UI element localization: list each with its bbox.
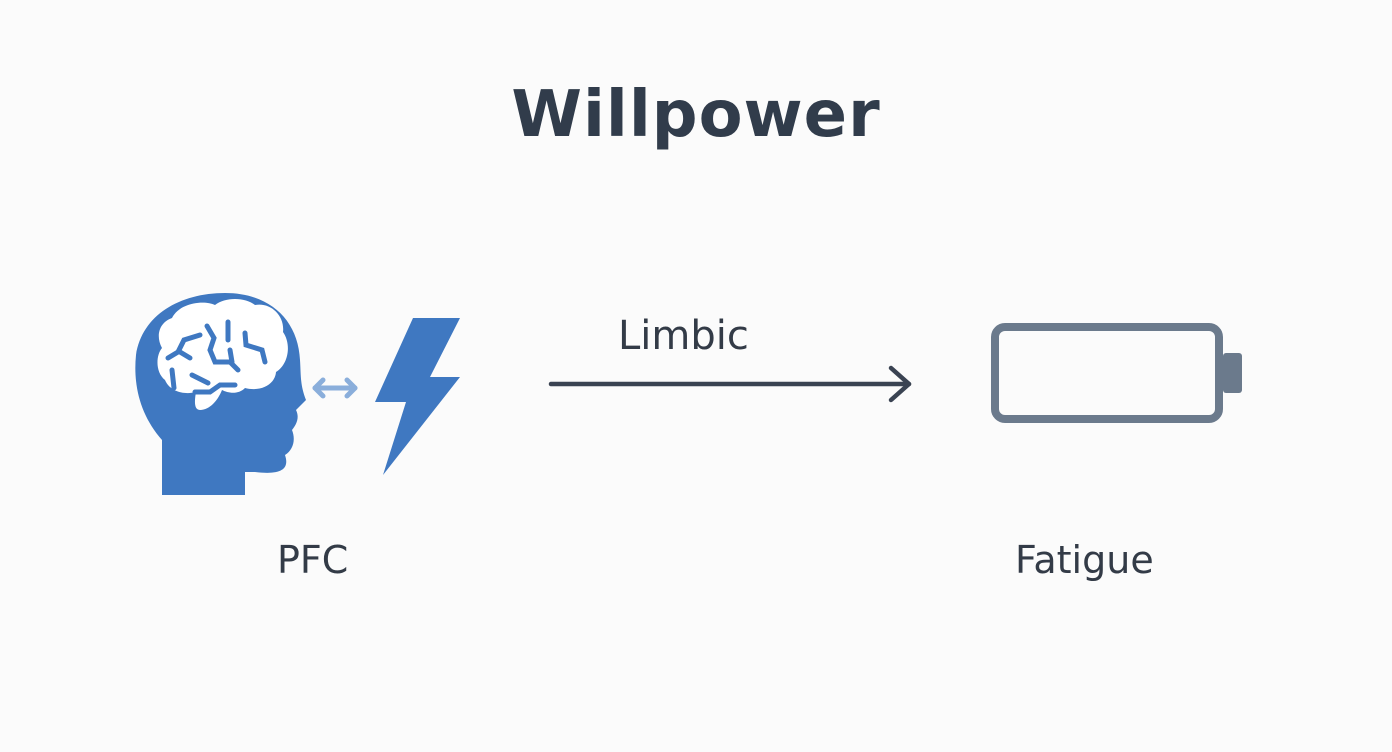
diagram-title: Willpower — [511, 78, 881, 152]
fatigue-label: Fatigue — [1015, 538, 1154, 582]
limbic-label: Limbic — [618, 313, 749, 359]
head-brain-icon — [135, 293, 306, 495]
pfc-label: PFC — [277, 538, 349, 582]
right-arrow-icon — [548, 365, 912, 403]
bidirectional-arrow-icon — [312, 377, 358, 399]
lightning-bolt-icon — [375, 318, 460, 475]
empty-battery-icon — [991, 323, 1242, 423]
